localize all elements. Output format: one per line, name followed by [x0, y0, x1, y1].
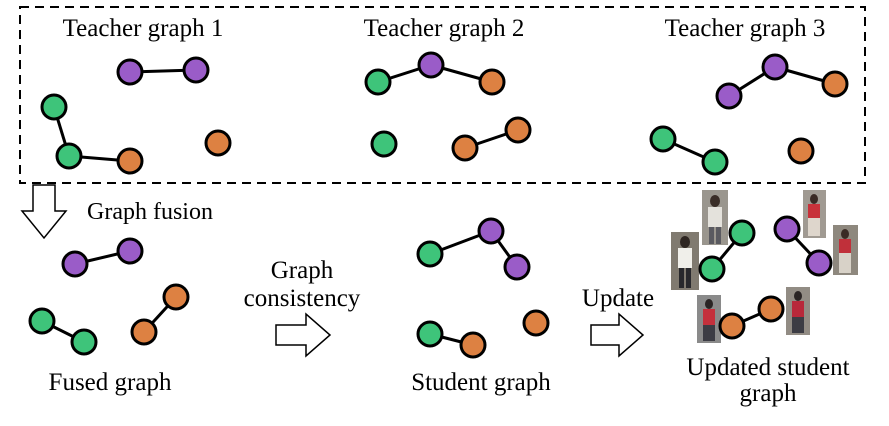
node-green [416, 240, 444, 268]
node-purple [182, 56, 210, 84]
node-purple [477, 217, 505, 245]
fused-graph [28, 237, 190, 356]
node-green [370, 130, 398, 158]
node-green [28, 307, 56, 335]
node-purple [61, 250, 89, 278]
node-purple [116, 237, 144, 265]
node-orange [821, 70, 849, 98]
node-orange [787, 137, 815, 165]
person-image-thumbnail [671, 232, 699, 290]
person-image-thumbnail [702, 190, 728, 245]
node-purple [773, 215, 801, 243]
teacher-graph-1 [40, 56, 232, 175]
node-orange [162, 283, 190, 311]
teacher-graph-1-title: Teacher graph 1 [63, 15, 224, 42]
node-orange [757, 295, 785, 323]
person-image-thumbnail [803, 190, 826, 238]
graph-fusion-arrow [20, 184, 68, 240]
node-orange [116, 147, 144, 175]
node-orange [478, 68, 506, 96]
student-graph [416, 217, 550, 359]
node-orange [130, 318, 158, 346]
node-green [40, 93, 68, 121]
update-label: Update [582, 285, 654, 312]
teacher-graphs-box [19, 6, 866, 184]
graph-consistency-label-line1: Graph [271, 257, 334, 284]
updated-student-graph-label-line2: graph [740, 380, 797, 407]
node-purple [761, 53, 789, 81]
person-image-thumbnail [786, 287, 810, 335]
node-green [70, 328, 98, 356]
node-purple [116, 58, 144, 86]
node-orange [459, 331, 487, 359]
node-orange [451, 134, 479, 162]
student-graph-label: Student graph [411, 369, 551, 396]
node-orange [718, 312, 746, 340]
node-green [701, 148, 729, 176]
updated-student-graph-label-line1: Updated student [686, 354, 849, 381]
graph-consistency-arrow [275, 312, 332, 358]
person-image-thumbnail [697, 295, 721, 343]
node-green [364, 68, 392, 96]
node-orange [504, 116, 532, 144]
teacher-graph-2 [364, 51, 532, 162]
node-green [649, 125, 677, 153]
node-green [416, 320, 444, 348]
node-green [728, 219, 756, 247]
node-orange [204, 129, 232, 157]
node-green [698, 255, 726, 283]
node-purple [805, 249, 833, 277]
updated-student-graph [671, 190, 858, 343]
node-green [55, 142, 83, 170]
node-purple [715, 82, 743, 110]
graph-consistency-label-line2: consistency [244, 285, 361, 312]
teacher-graph-3-title: Teacher graph 3 [665, 15, 826, 42]
graph-fusion-label: Graph fusion [87, 199, 213, 225]
fused-graph-label: Fused graph [49, 369, 172, 396]
node-purple [503, 253, 531, 281]
update-arrow [590, 312, 645, 358]
teacher-graph-2-title: Teacher graph 2 [364, 15, 525, 42]
node-purple [417, 51, 445, 79]
node-orange [522, 309, 550, 337]
person-image-thumbnail [833, 225, 858, 275]
teacher-graph-3 [649, 53, 849, 176]
